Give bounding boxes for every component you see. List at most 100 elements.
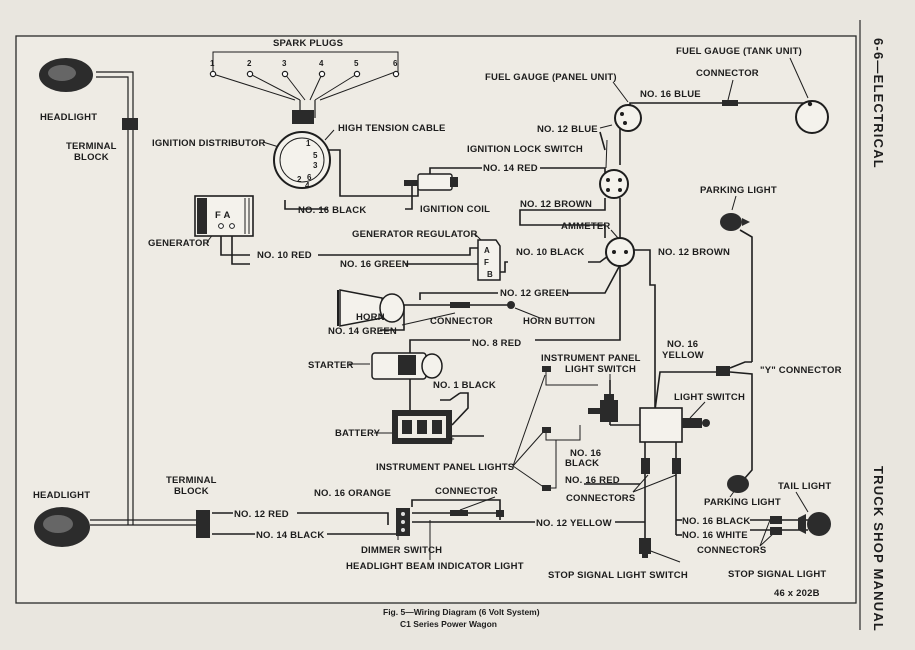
- headlight-beam-indicator-light: [496, 510, 504, 517]
- no12-red-label: NO. 12 RED: [234, 509, 289, 520]
- no8-red-label: NO. 8 RED: [472, 338, 521, 349]
- dist-number-5: 5: [313, 151, 318, 160]
- horn-button-label: HORN BUTTON: [523, 316, 595, 327]
- ignition-coil: [404, 173, 458, 191]
- ignition-coil-label: IGNITION COIL: [420, 204, 490, 215]
- no16-white-label: NO. 16 WHITE: [682, 530, 748, 541]
- bottom-connector: [450, 510, 468, 516]
- wires: [90, 51, 810, 563]
- battery: [392, 410, 452, 444]
- dimmer-switch-label: DIMMER SWITCH: [361, 545, 442, 556]
- regulator-term-a: A: [484, 246, 490, 255]
- instrument-panel-lights-label: INSTRUMENT PANEL LIGHTS: [376, 462, 514, 473]
- no1-black-label: NO. 1 BLACK: [433, 380, 496, 391]
- generator-regulator: [477, 239, 501, 281]
- light-switch-label: LIGHT SWITCH: [674, 392, 745, 403]
- no16-yellow-label-1: NO. 16: [667, 339, 698, 350]
- ammeter: [605, 237, 635, 267]
- headlight-top-label: HEADLIGHT: [40, 112, 97, 123]
- instrument-panel-light-switch: [588, 394, 618, 422]
- horn-connector: [450, 302, 470, 308]
- no16-black-b-label: NO. 16 BLACK: [682, 516, 750, 527]
- figure-caption-line2: C1 Series Power Wagon: [400, 619, 497, 629]
- tail-light: [798, 512, 831, 536]
- headlight-bottom: [34, 507, 90, 547]
- no16-yellow-label-2: YELLOW: [662, 350, 704, 361]
- headlight-top: [39, 58, 93, 92]
- generator-terms-label: F A: [215, 210, 231, 221]
- dimmer-switch: [396, 508, 410, 536]
- dist-number-1: 1: [306, 139, 311, 148]
- stop-signal-light-switch-label: STOP SIGNAL LIGHT SWITCH: [548, 570, 688, 581]
- no16-orange-label: NO. 16 ORANGE: [314, 488, 391, 499]
- diagram-frame: [15, 35, 857, 604]
- light-switch: [639, 407, 710, 443]
- instrument-panel-lights: [542, 366, 551, 491]
- headlight-bottom-label: HEADLIGHT: [33, 490, 90, 501]
- no16-green-label: NO. 16 GREEN: [340, 259, 409, 270]
- terminal-block-top-label-2: BLOCK: [74, 152, 109, 163]
- section-header: 6-6—ELECTRICAL: [871, 38, 886, 169]
- dist-number-3: 3: [313, 161, 318, 170]
- connectors-right: [770, 516, 782, 535]
- battery-label: BATTERY: [335, 428, 381, 439]
- starter: [371, 352, 443, 380]
- ignition-distributor: [273, 110, 331, 189]
- fuel-connector: [722, 100, 738, 106]
- fuel-gauge-tank: [795, 100, 829, 134]
- no12-brown-b-label: NO. 12 BROWN: [658, 247, 730, 258]
- spark-plugs: [209, 70, 400, 78]
- plug-number-4: 4: [319, 59, 324, 68]
- instrument-panel-light-switch-label-2: LIGHT SWITCH: [565, 364, 636, 375]
- plug-number-5: 5: [354, 59, 359, 68]
- plug-number-1: 1: [210, 59, 215, 68]
- generator: [194, 195, 254, 237]
- terminal-block-bottom-label-1: TERMINAL: [166, 475, 217, 486]
- ignition-distributor-label: IGNITION DISTRIBUTOR: [152, 138, 266, 149]
- dist-number-6: 6: [307, 173, 312, 182]
- fuel-connector-label: CONNECTOR: [696, 68, 759, 79]
- no16-black-coil-label: NO. 16 BLACK: [298, 205, 366, 216]
- parking-light-top-label: PARKING LIGHT: [700, 185, 777, 196]
- regulator-term-b: B: [487, 270, 493, 279]
- stop-signal-light-label: STOP SIGNAL LIGHT: [728, 569, 826, 580]
- generator-label: GENERATOR: [148, 238, 210, 249]
- headlight-beam-indicator-label: HEADLIGHT BEAM INDICATOR LIGHT: [346, 561, 524, 572]
- figure-caption-line1: Fig. 5—Wiring Diagram (6 Volt System): [383, 607, 540, 617]
- no12-green-label: NO. 12 GREEN: [500, 288, 569, 299]
- no12-yellow-label: NO. 12 YELLOW: [536, 518, 612, 529]
- terminal-block-bottom: [196, 510, 210, 538]
- no10-black-label: NO. 10 BLACK: [516, 247, 584, 258]
- battery-plus-sign: +: [449, 434, 455, 445]
- connectors-mid: [641, 458, 681, 474]
- no14-red-label: NO. 14 RED: [483, 163, 538, 174]
- tail-light-label: TAIL LIGHT: [778, 481, 831, 492]
- regulator-term-f: F: [484, 258, 489, 267]
- no12-blue-label: NO. 12 BLUE: [537, 124, 598, 135]
- side-title: TRUCK SHOP MANUAL: [871, 466, 886, 632]
- no10-red-label: NO. 10 RED: [257, 250, 312, 261]
- no16-black-a-label-1: NO. 16: [570, 448, 601, 459]
- horn-label: HORN: [356, 312, 385, 323]
- terminal-block-top-label-1: TERMINAL: [66, 141, 117, 152]
- parking-light-bottom: [727, 475, 749, 493]
- no16-black-a-label-2: BLACK: [565, 458, 599, 469]
- starter-label: STARTER: [308, 360, 354, 371]
- horn-button: [507, 301, 515, 309]
- plug-number-2: 2: [247, 59, 252, 68]
- terminal-block-top: [122, 118, 138, 130]
- parking-light-bottom-label: PARKING LIGHT: [704, 497, 781, 508]
- bottom-connector-label: CONNECTOR: [435, 486, 498, 497]
- generator-regulator-label: GENERATOR REGULATOR: [352, 229, 478, 240]
- ammeter-label: AMMETER: [561, 221, 610, 232]
- horn-connector-label: CONNECTOR: [430, 316, 493, 327]
- no16-blue-label: NO. 16 BLUE: [640, 89, 701, 100]
- no16-red-label: NO. 16 RED: [565, 475, 620, 486]
- connectors-mid-label: CONNECTORS: [566, 493, 635, 504]
- ignition-lock-switch: [599, 169, 629, 199]
- plug-number-3: 3: [282, 59, 287, 68]
- plug-number-6: 6: [393, 59, 398, 68]
- y-connector: [716, 366, 730, 376]
- fuel-gauge-tank-label: FUEL GAUGE (TANK UNIT): [676, 46, 802, 57]
